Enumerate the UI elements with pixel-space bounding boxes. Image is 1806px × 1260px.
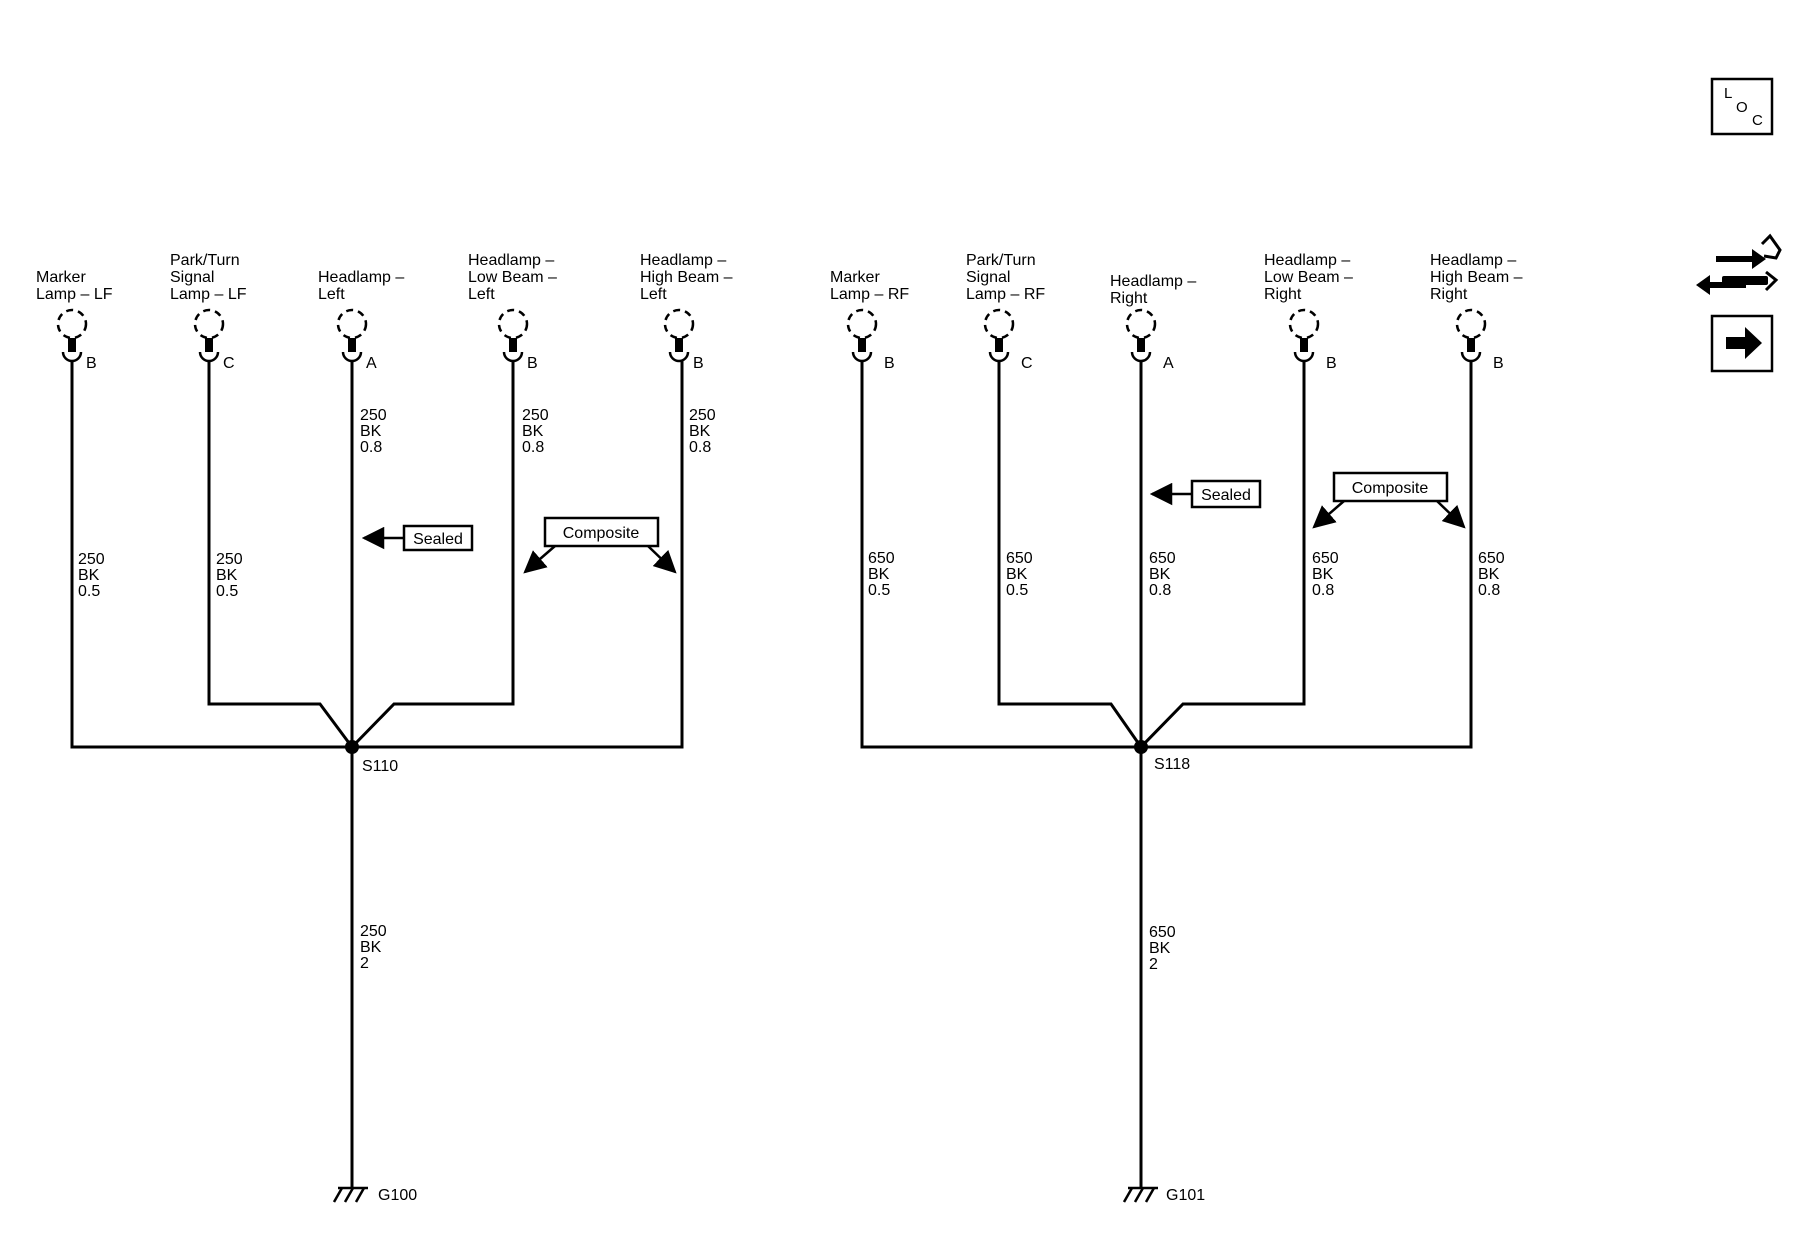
pin-label: A — [366, 355, 377, 372]
loc-button[interactable]: L O C — [1710, 77, 1774, 136]
lamp-label-headlamp-right: Headlamp – Right — [1110, 273, 1201, 307]
trunk-wire-label: 650 BK 2 — [1149, 924, 1180, 973]
right-arrow-icon — [1726, 327, 1762, 359]
wire-label: 250 BK 0.8 — [522, 407, 553, 456]
lamp-symbol-marker-lf — [56, 308, 88, 363]
wrench-arrows-icon[interactable] — [1696, 233, 1782, 295]
composite-callout: Composite — [1312, 471, 1466, 529]
lamp-symbol-headlamp-left — [336, 308, 368, 363]
lamp-label-marker-rf: Marker Lamp – RF — [830, 269, 909, 303]
pin-label: B — [527, 355, 538, 372]
sealed-callout: Sealed — [1149, 479, 1262, 509]
pin-label: B — [884, 355, 895, 372]
lamp-label-park-turn-lf: Park/Turn Signal Lamp – LF — [170, 252, 247, 303]
wires-right — [860, 361, 1473, 1188]
lamp-symbol-high-beam-right — [1455, 308, 1487, 363]
lamp-label-high-beam-right: Headlamp – High Beam – Right — [1430, 252, 1527, 303]
pin-label: A — [1163, 355, 1174, 372]
pin-label: B — [86, 355, 97, 372]
wire-label: 650 BK 0.8 — [1478, 550, 1509, 599]
sealed-callout: Sealed — [361, 524, 474, 552]
wires-left — [70, 361, 684, 1188]
ground-circuit-left: Marker Lamp – LF Park/Turn Signal Lamp –… — [36, 252, 737, 1204]
wire-label: 250 BK 0.8 — [689, 407, 720, 456]
wire-label: 650 BK 0.5 — [1006, 550, 1037, 599]
lamp-symbol-marker-rf — [846, 308, 878, 363]
loc-letter-l: L — [1724, 85, 1732, 102]
splice-dot — [1134, 740, 1148, 754]
lamp-symbol-low-beam-left — [497, 308, 529, 363]
trunk-wire-label: 250 BK 2 — [360, 923, 391, 972]
ground-label: G101 — [1166, 1187, 1205, 1204]
lamp-symbol-park-turn-lf — [193, 308, 225, 363]
sealed-label: Sealed — [413, 531, 463, 548]
ground-circuit-right: Marker Lamp – RF Park/Turn Signal Lamp –… — [830, 252, 1527, 1204]
lamp-symbol-high-beam-left — [663, 308, 695, 363]
wire-label: 250 BK 0.8 — [360, 407, 391, 456]
lamp-symbol-low-beam-right — [1288, 308, 1320, 363]
ground-symbol — [1122, 1186, 1158, 1203]
splice-label: S118 — [1154, 756, 1190, 773]
loc-letter-o: O — [1736, 99, 1748, 116]
sealed-label: Sealed — [1201, 487, 1251, 504]
lamp-label-low-beam-right: Headlamp – Low Beam – Right — [1264, 252, 1357, 303]
composite-label: Composite — [1352, 480, 1429, 497]
pin-label: B — [1326, 355, 1337, 372]
lamp-label-marker-lf: Marker Lamp – LF — [36, 269, 113, 303]
ground-symbol — [332, 1186, 368, 1203]
wire-label: 650 BK 0.8 — [1312, 550, 1343, 599]
pin-label: C — [1021, 355, 1033, 372]
loc-letter-c: C — [1752, 112, 1763, 129]
next-button[interactable] — [1710, 314, 1774, 373]
lamp-label-park-turn-rf: Park/Turn Signal Lamp – RF — [966, 252, 1045, 303]
splice-label: S110 — [362, 758, 398, 775]
pin-label: B — [693, 355, 704, 372]
pin-label: B — [1493, 355, 1504, 372]
lamp-label-high-beam-left: Headlamp – High Beam – Left — [640, 252, 737, 303]
lamp-symbol-park-turn-rf — [983, 308, 1015, 363]
wire-label: 650 BK 0.5 — [868, 550, 899, 599]
splice-dot — [345, 740, 359, 754]
pin-label: C — [223, 355, 235, 372]
wire-label: 650 BK 0.8 — [1149, 550, 1180, 599]
ground-label: G100 — [378, 1187, 417, 1204]
lamp-label-low-beam-left: Headlamp – Low Beam – Left — [468, 252, 561, 303]
composite-callout: Composite — [523, 516, 677, 574]
composite-label: Composite — [563, 525, 640, 542]
wire-label: 250 BK 0.5 — [78, 551, 109, 600]
lamp-label-headlamp-left: Headlamp – Left — [318, 269, 409, 303]
lamp-symbol-headlamp-right — [1125, 308, 1157, 363]
wire-label: 250 BK 0.5 — [216, 551, 247, 600]
